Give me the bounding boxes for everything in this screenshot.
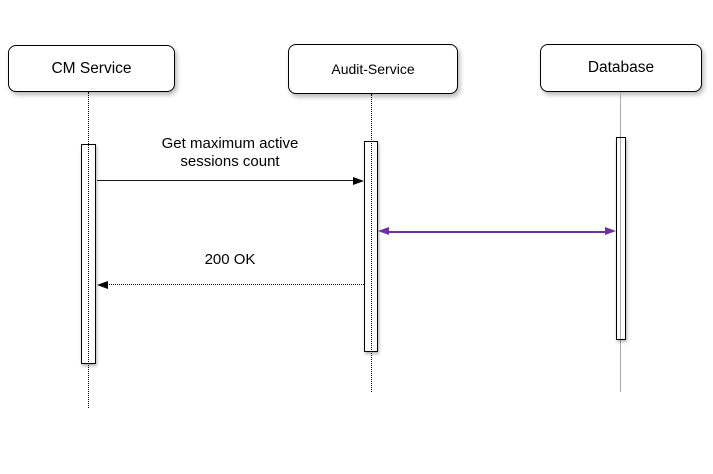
actor-label-cm-service: CM Service: [51, 59, 132, 77]
actor-box-audit-service: Audit-Service: [288, 44, 458, 94]
arrowhead-left-icon: [97, 280, 108, 289]
lifeline-audit-service: [371, 94, 372, 392]
arrowhead-right-icon: [605, 227, 616, 236]
message-line: [97, 180, 355, 181]
actor-box-cm-service: CM Service: [8, 45, 175, 92]
activation-bar-audit-service: [364, 141, 378, 352]
message-label-get-max-sessions: Get maximum active sessions count: [161, 135, 299, 170]
actor-label-database: Database: [587, 59, 655, 76]
message-arrow-200-ok: [97, 280, 364, 290]
actor-box-database: Database: [540, 44, 702, 92]
message-line: [107, 284, 364, 285]
message-arrow-get-max-sessions: [97, 176, 364, 186]
message-arrow-audit-database-bidirectional: [378, 227, 616, 237]
actor-label-audit-service: Audit-Service: [331, 61, 415, 77]
lifeline-database: [620, 92, 621, 392]
activation-bar-cm-service: [81, 144, 96, 364]
lifeline-cm-service: [88, 92, 89, 408]
message-label-200-ok: 200 OK: [204, 251, 256, 268]
message-line: [386, 231, 608, 233]
activation-bar-database: [616, 137, 626, 340]
arrowhead-right-icon: [353, 176, 364, 185]
arrowhead-left-icon: [378, 227, 389, 236]
